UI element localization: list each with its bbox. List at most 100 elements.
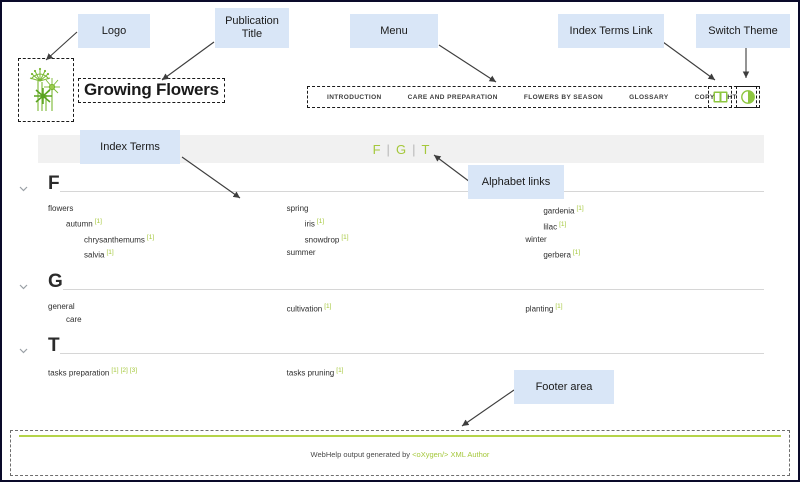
index-terms-link-button[interactable] [708,86,732,108]
publication-title-text: Growing Flowers [84,80,219,99]
index-entry: planting[1] [525,300,764,316]
index-column: tasks preparation[1][2][3] [48,364,287,380]
index-entry-reference[interactable]: [1] [576,205,584,212]
index-entry-label: care [66,314,82,324]
alphabet-link-t[interactable]: T [421,141,430,157]
index-entry-reference[interactable]: [1] [324,302,332,310]
index-section-body: tasks preparation[1][2][3]tasks pruning[… [48,364,764,380]
index-entry-reference[interactable]: [1] [572,249,581,257]
index-entry-label: general [48,301,75,311]
alphabet-link-g[interactable]: G [395,141,407,157]
alphabet-separator: | [412,141,416,157]
index-column: planting[1] [525,300,764,326]
index-entry-reference[interactable]: [1] [559,220,567,228]
index-entry-label: spring [286,204,309,213]
footer-text-prefix: WebHelp output generated by [310,449,413,459]
section-divider [62,288,764,290]
index-entry-reference[interactable]: [1] [336,366,344,374]
index-entry-label: snowdrop [304,235,340,245]
index-entry-reference[interactable]: [1] [146,233,155,241]
index-entry: salvia[1] [48,246,287,262]
index-entry-reference[interactable]: [1] [111,366,119,374]
index-entry-label: winter [525,235,547,245]
index-entry-label: planting [525,304,554,314]
logo[interactable] [18,58,74,122]
menu-item-care-and-preparation[interactable]: CARE AND PREPARATION [407,93,498,101]
index-entry-label: cultivation [286,304,323,314]
main-menu: INTRODUCTION CARE AND PREPARATION FLOWER… [307,86,757,108]
contrast-circle-icon [741,90,755,104]
index-entry: cultivation[1] [287,300,526,316]
index-section-letter: G [48,270,63,292]
index-column: cultivation[1] [287,300,526,326]
callout-switch-theme: Switch Theme [696,14,790,48]
index-entry-label: iris [304,219,315,229]
callout-footer-area: Footer area [514,370,614,404]
index-entry-label: chrysanthemums [84,235,145,245]
index-entry-label: lilac [543,222,558,232]
switch-theme-button[interactable] [736,86,760,108]
index-entry: spring [287,202,526,215]
alphabet-link-f[interactable]: F [372,141,381,157]
index-entry-label: summer [286,248,316,258]
index-column: tasks pruning[1] [287,364,526,380]
callout-alphabet-links: Alphabet links [468,165,564,199]
menu-item-introduction[interactable]: INTRODUCTION [327,93,382,101]
index-section-header: T [19,334,764,358]
index-entry-reference[interactable]: [1] [106,249,114,257]
callout-index-terms: Index Terms [80,130,180,164]
menu-item-glossary[interactable]: GLOSSARY [629,93,669,101]
publication-title[interactable]: Growing Flowers [78,78,225,103]
index-entry-label: flowers [48,204,74,213]
chevron-down-icon[interactable] [18,343,29,354]
index-entry: flowers [48,202,287,215]
index-entry-reference[interactable]: [1] [555,302,563,310]
index-entry-reference[interactable]: [2] [120,366,128,374]
section-divider [59,352,764,354]
arrow-footer-area [461,389,515,427]
open-book-icon [713,91,727,103]
footer-inner: WebHelp output generated by <oXygen/> XM… [19,435,781,471]
index-entry: chrysanthemums[1] [48,231,287,247]
chevron-down-icon[interactable] [18,279,29,290]
index-column: general care [48,300,287,326]
footer-brand-link[interactable]: <oXygen/> XML Author [412,449,490,459]
index-entry: care [48,313,287,326]
index-section-letter: T [48,334,60,356]
index-section-header: F [19,173,764,196]
chevron-down-icon[interactable] [18,181,29,192]
index-entry: gardenia[1] [525,202,764,218]
index-entry: winter [525,233,764,246]
alphabet-separator: | [386,141,390,157]
index-entry-reference[interactable]: [3] [129,366,138,374]
menu-item-flowers-by-season[interactable]: FLOWERS BY SEASON [523,93,604,101]
footer-area: WebHelp output generated by <oXygen/> XM… [10,430,790,476]
index-entry-reference[interactable]: [1] [94,218,102,225]
index-entry-reference[interactable]: [1] [341,233,349,241]
footer-text: WebHelp output generated by <oXygen/> XM… [311,450,490,459]
flowers-logo-icon [29,67,60,111]
index-entry-label: tasks preparation [48,368,110,378]
index-section-letter: F [48,173,60,194]
index-entry: general [48,300,287,313]
site-header: Growing Flowers INTRODUCTION CARE AND PR… [2,50,798,128]
index-entry: lilac[1] [525,218,764,234]
callout-index-terms-link: Index Terms Link [558,14,664,48]
index-entry-label: gardenia [543,206,575,216]
index-entry: tasks preparation[1][2][3] [48,364,287,380]
index-section-header: G [19,270,764,294]
index-entry-label: gerbera [543,250,571,260]
callout-logo: Logo [78,14,150,48]
index-entry-reference[interactable]: [1] [316,218,325,225]
index-entry: snowdrop[1] [287,231,526,247]
index-entry: gerbera[1] [525,246,764,262]
